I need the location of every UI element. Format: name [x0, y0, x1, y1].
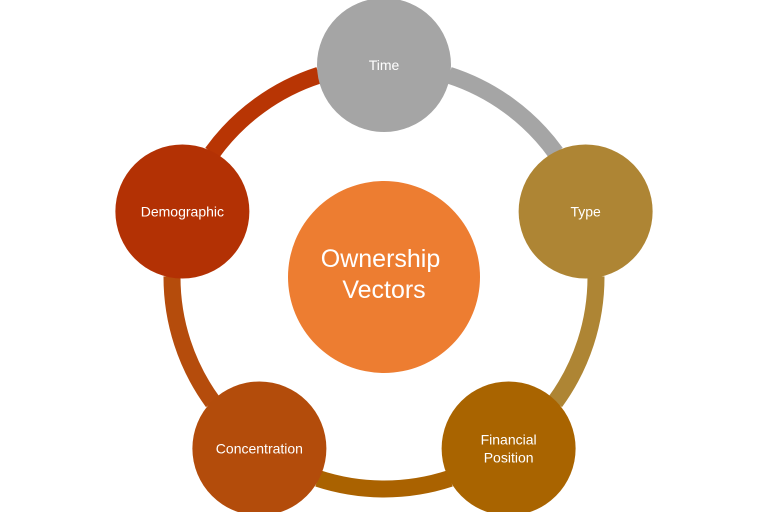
connector-demographic-to-time — [205, 67, 322, 158]
node-financial-position-circle — [441, 381, 576, 512]
node-time-circle — [317, 0, 451, 132]
connector-time-to-type — [446, 67, 563, 158]
node-concentration-label: Concentration — [216, 441, 303, 457]
node-financial-position-label-line: Financial — [481, 432, 537, 448]
node-financial-position-label-line: Position — [484, 450, 534, 466]
center-label: Ownership Vectors — [321, 245, 447, 304]
node-concentration-circle — [192, 381, 327, 512]
connector-concentration-to-demographic — [163, 276, 220, 408]
node-type: Type — [518, 144, 653, 279]
node-demographic-label-line: Demographic — [141, 203, 224, 219]
center-node: Ownership Vectors — [288, 181, 480, 373]
node-concentration-label-line: Concentration — [216, 441, 303, 457]
connector-financial-position-to-concentration — [315, 470, 453, 498]
center-label-line-1: Ownership — [321, 245, 441, 273]
node-time: Time — [317, 0, 451, 132]
node-type-circle — [518, 144, 653, 279]
node-demographic: Demographic — [115, 144, 250, 279]
node-type-label-line: Type — [570, 203, 601, 219]
node-type-label: Type — [570, 203, 601, 219]
node-demographic-circle — [115, 144, 250, 279]
node-demographic-label: Demographic — [141, 203, 224, 219]
node-time-label-line: Time — [369, 57, 400, 73]
connector-type-to-financial-position — [548, 276, 605, 408]
center-label-line-2: Vectors — [342, 276, 425, 304]
center-circle — [288, 181, 480, 373]
connector-ring — [163, 67, 605, 498]
node-time-label: Time — [369, 57, 400, 73]
node-concentration: Concentration — [192, 381, 327, 512]
